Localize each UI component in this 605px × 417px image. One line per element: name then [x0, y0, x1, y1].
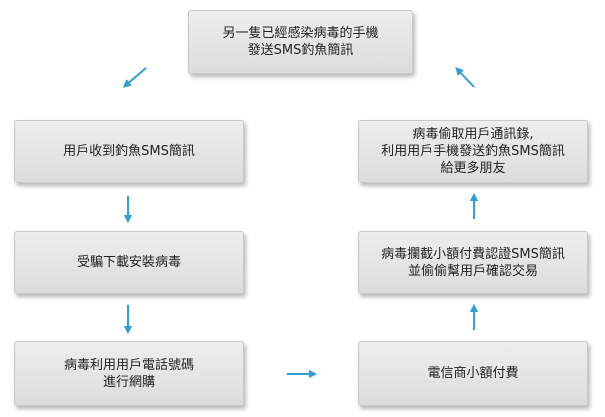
node-text-line: 進行網購	[102, 374, 155, 390]
node-carrier-micropayment: 電信商小額付費	[358, 341, 588, 406]
node-user-receives-phishing-sms: 用戶收到釣魚SMS簡訊	[14, 120, 244, 183]
node-virus-steals-contacts: 病毒偷取用戶通訊錄, 利用用戶手機發送釣魚SMS簡訊 給更多朋友	[358, 120, 588, 183]
node-text-line: 並偷偷幫用戶確認交易	[407, 263, 538, 279]
node-virus-intercepts-verification-sms: 病毒攔截小額付費認證SMS簡訊 並偷偷幫用戶確認交易	[358, 231, 588, 294]
node-infected-phone-sends-sms: 另一隻已經感染病毒的手機 發送SMS釣魚簡訊	[188, 10, 413, 74]
node-text-line: 病毒利用用戶電話號碼	[63, 357, 194, 373]
node-text-line: 給更多朋友	[440, 161, 506, 176]
node-text-line: 用戶收到釣魚SMS簡訊	[63, 144, 195, 159]
node-virus-online-shopping: 病毒利用用戶電話號碼 進行網購	[14, 341, 244, 406]
arrow-top-to-left1	[122, 67, 147, 88]
node-text-line: 電信商小額付費	[427, 366, 519, 381]
node-text-line: 另一隻已經感染病毒的手機	[222, 26, 379, 41]
node-text-line: 病毒攔截小額付費認證SMS簡訊	[381, 246, 565, 262]
node-text-line: 發送SMS釣魚簡訊	[247, 43, 354, 58]
node-tricked-into-installing-virus: 受騙下載安裝病毒	[14, 231, 244, 294]
node-text-line: 利用用戶手機發送釣魚SMS簡訊	[381, 144, 565, 159]
arrow-right1-to-top	[455, 66, 475, 88]
node-text-line: 病毒偷取用戶通訊錄,	[412, 127, 534, 142]
node-text-line: 受騙下載安裝病毒	[76, 255, 181, 270]
